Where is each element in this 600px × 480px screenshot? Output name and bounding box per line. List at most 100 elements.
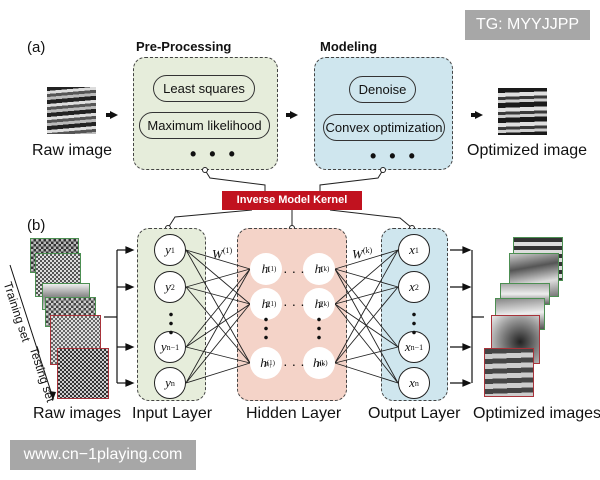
modeling-item: Denoise [349,76,416,103]
arrow-shaft [286,113,291,117]
node-subscript: 1 [319,264,324,274]
panel-a-label: (a) [27,39,46,56]
preprocessing-box: Least squares Maximum likelihood • • • [133,57,278,170]
hidden-h-ellipsis: · · · [283,296,305,312]
connection-line [185,362,251,384]
node-subscript: 2 [266,299,271,309]
connection-line [334,249,399,364]
arrow-icon [110,111,118,119]
node-symbol: x [409,375,415,390]
node-subscript: 2 [414,282,419,292]
node-subscript: 2 [170,282,175,292]
node-subscript: nₖ [317,358,326,368]
node-symbol: y [165,375,171,390]
optimized-image-caption: Optimized image [467,142,588,159]
connection-line [334,249,399,270]
node-subscript: n [414,378,419,388]
optimized-image-thumbnail [498,88,547,135]
connection-line [334,249,399,305]
hidden-node-last: h(k)1 [303,253,335,285]
arrow-shaft [106,113,111,117]
node-subscript: 1 [266,264,271,274]
hidden-h-ellipsis: · · · [283,356,305,372]
hidden-node-last: h(k)2 [303,288,335,320]
optimized-testing-image [484,348,534,397]
connection-line [334,346,399,364]
node-subscript: 2 [319,299,324,309]
node-symbol: h [314,296,322,311]
preprocessing-item: Maximum likelihood [139,112,270,139]
connection-line [334,286,399,364]
connection-line [334,268,399,288]
node-subscript: 1 [170,245,175,255]
weight-first-label: W(1) [212,246,232,262]
hidden-ellipsis [264,315,268,341]
node-symbol: h [314,261,322,276]
node-subscript: 1 [414,245,419,255]
connection-line [334,268,399,348]
weight-symbol: W [352,246,363,262]
connection-line [185,286,251,305]
node-superscript: (k) [321,265,330,273]
node-symbol: h [261,261,269,276]
weight-last-label: W(k) [352,246,372,262]
arrow-shaft [471,113,476,117]
hidden-node-first: h(1)2 [250,288,282,320]
connection-line [185,268,251,288]
node-subscript: n−1 [410,342,424,352]
node-symbol: x [409,242,415,257]
hidden-h-ellipsis: · · · [283,263,305,279]
weight-symbol: W [212,246,223,262]
preprocessing-title: Pre-Processing [136,39,232,54]
node-superscript: (k) [319,359,328,367]
node-symbol: h [260,355,267,370]
modeling-title: Modeling [320,39,378,54]
node-subscript: n [170,378,175,388]
modeling-box: Denoise Convex optimization • • • [314,57,453,170]
raw-images-caption: Raw images [33,405,122,422]
raw-image-thumbnail [47,87,96,134]
node-superscript: (1) [266,359,275,367]
raw-image-caption: Raw image [32,142,113,159]
connection-line [185,249,251,270]
input-ellipsis [169,310,173,336]
watermark-bottom: www.cn−1playing.com [10,440,196,470]
hidden-node-last: h(k)nₖ [303,347,335,379]
hidden-node-first: h(1)1 [250,253,282,285]
node-symbol: x [404,339,411,354]
output-ellipsis [412,310,416,336]
watermark-top: TG: MYYJJPP [465,10,590,40]
weight-superscript: (k) [362,246,373,255]
connection-line [185,249,251,364]
connection-line [185,268,251,384]
connection-line [185,346,251,364]
hidden-node-first: h(1)n₁ [250,347,282,379]
inverse-model-kernel: Inverse Model Kernel [222,191,362,210]
node-symbol: y [165,242,171,257]
hidden-ellipsis [317,315,321,341]
arrow-icon [475,111,483,119]
node-symbol: x [409,279,415,294]
connection-line [185,303,251,384]
node-subscript: n−1 [166,342,180,352]
testing-image [57,348,109,399]
connection-line [334,286,399,305]
connection-line [334,362,399,384]
node-symbol: y [160,339,167,354]
connection-line [334,303,399,384]
connection-line [185,268,251,348]
panel-b-label: (b) [27,217,46,234]
preprocessing-item: Least squares [153,75,255,102]
node-superscript: (1) [268,265,277,273]
output-layer-caption: Output Layer [368,405,461,422]
